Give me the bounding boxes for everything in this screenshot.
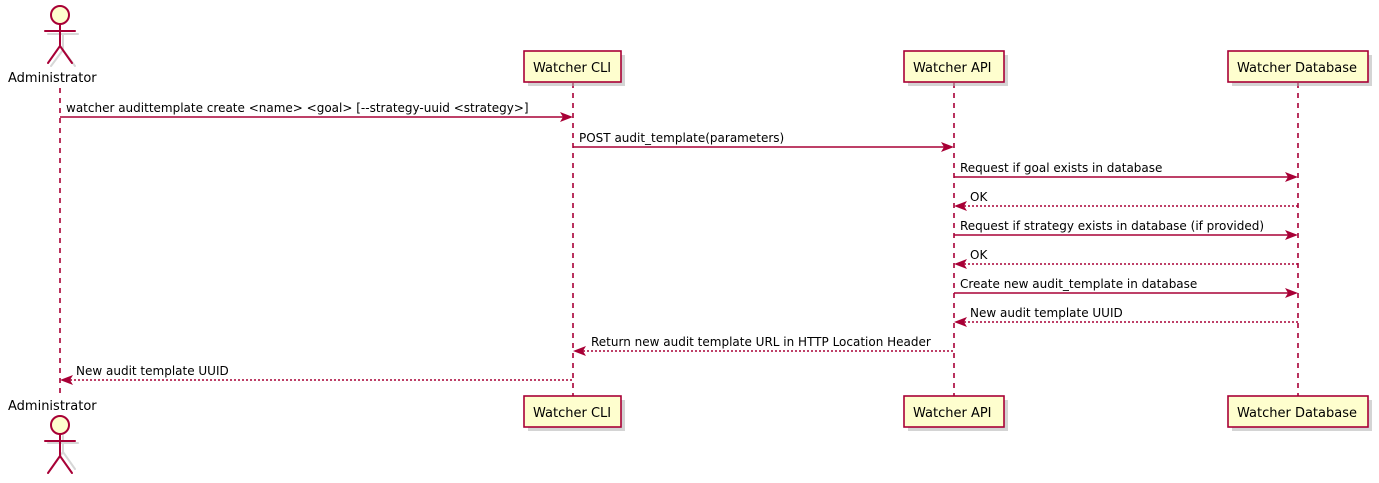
- actor-body-icon-bottom: [44, 433, 76, 474]
- message-5[interactable]: [954, 230, 1298, 240]
- message-4[interactable]: [954, 201, 1298, 211]
- lifelines: [59, 83, 1299, 396]
- message-2[interactable]: [573, 142, 954, 152]
- participant-label-watcher-database-top: Watcher Database: [1237, 61, 1357, 76]
- actor-label-administrator-top: Administrator: [8, 71, 97, 86]
- message-label-4: OK: [970, 190, 988, 204]
- participant-label-watcher-database-bottom: Watcher Database: [1237, 406, 1357, 421]
- message-label-5: Request if strategy exists in database (…: [960, 219, 1264, 233]
- participant-label-watcher-cli-top: Watcher CLI: [533, 61, 611, 76]
- actor-administrator-bottom[interactable]: [44, 415, 79, 474]
- participant-box-watcher-api-bottom[interactable]: [903, 395, 1008, 431]
- participant-box-watcher-api-top[interactable]: [903, 50, 1008, 86]
- message-label-9: Return new audit template URL in HTTP Lo…: [591, 335, 931, 349]
- message-6[interactable]: [954, 259, 1298, 269]
- message-label-10: New audit template UUID: [76, 364, 229, 378]
- message-7[interactable]: [954, 288, 1298, 298]
- message-label-8: New audit template UUID: [970, 306, 1123, 320]
- message-label-7: Create new audit_template in database: [960, 277, 1197, 291]
- participant-box-watcher-database-top[interactable]: [1227, 50, 1372, 86]
- message-8[interactable]: [954, 317, 1298, 327]
- participant-label-watcher-api-bottom: Watcher API: [913, 406, 992, 421]
- participant-box-watcher-cli-bottom[interactable]: [523, 395, 625, 431]
- actor-label-administrator-bottom: Administrator: [8, 399, 97, 414]
- message-label-1: watcher audittemplate create <name> <goa…: [66, 101, 529, 115]
- participant-box-watcher-database-bottom[interactable]: [1227, 395, 1372, 431]
- message-label-6: OK: [970, 248, 988, 262]
- participant-label-watcher-api-top: Watcher API: [913, 61, 992, 76]
- actor-head-icon-bottom: [50, 415, 70, 435]
- actor-body-icon: [44, 23, 76, 64]
- participant-label-watcher-cli-bottom: Watcher CLI: [533, 406, 611, 421]
- participant-box-watcher-cli-top[interactable]: [523, 50, 625, 86]
- message-9[interactable]: [573, 346, 954, 356]
- message-1[interactable]: [60, 112, 573, 122]
- message-3[interactable]: [954, 172, 1298, 182]
- actor-administrator-top[interactable]: [44, 5, 79, 67]
- message-10[interactable]: [60, 375, 573, 385]
- actor-head-icon: [50, 5, 70, 25]
- message-label-3: Request if goal exists in database: [960, 161, 1162, 175]
- message-label-2: POST audit_template(parameters): [579, 131, 784, 145]
